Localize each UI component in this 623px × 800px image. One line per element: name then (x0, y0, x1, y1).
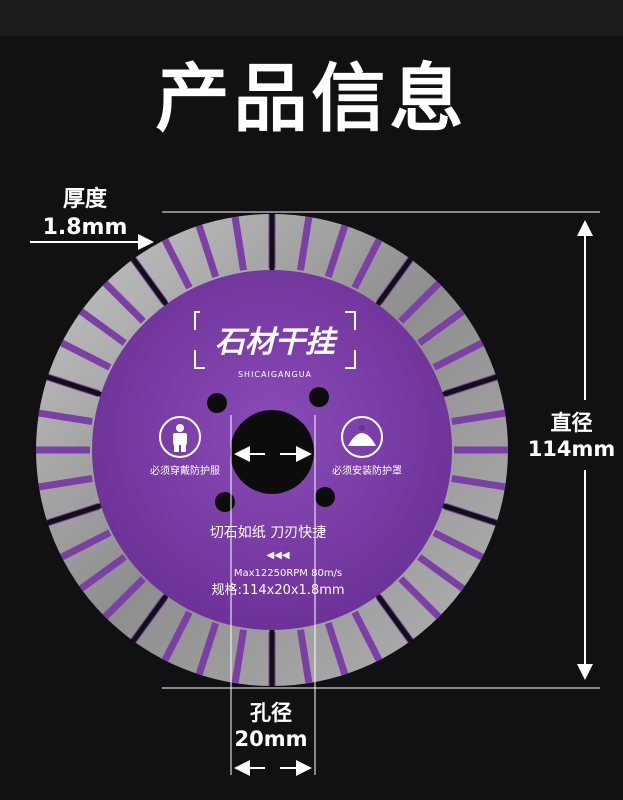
segment-divider (451, 475, 506, 491)
blade-guard-icon (341, 416, 383, 458)
warning-right: 必须安装防护罩 (332, 464, 402, 477)
segment-divider (79, 554, 127, 592)
segment-divider (60, 529, 112, 561)
spec-text: 规格:114x20x1.8mm (211, 582, 344, 598)
segment-divider (161, 610, 193, 662)
segment-divider (161, 238, 193, 290)
arbor-hole (230, 410, 314, 494)
hole-value: 20mm (234, 727, 308, 752)
slogan: 切石如纸 刀刃快捷 (210, 525, 326, 541)
segment-divider (451, 409, 506, 425)
segment-divider (195, 224, 220, 278)
diameter-value: 114mm (527, 437, 616, 462)
segment-divider (79, 308, 127, 346)
thickness-title: 厚度 (62, 187, 107, 212)
cooling-hole (309, 387, 329, 407)
segment-divider (60, 339, 112, 371)
segment-divider (398, 576, 442, 620)
segment-divider (351, 610, 383, 662)
segment-divider (297, 629, 313, 684)
segment-divider (351, 238, 383, 290)
thickness-label: 厚度 1.8mm (30, 186, 140, 241)
segment-divider (195, 622, 220, 676)
segment-divider (38, 409, 93, 425)
top-band (0, 0, 623, 36)
thickness-value: 1.8mm (42, 214, 128, 240)
segment-divider (398, 280, 442, 324)
cooling-hole (207, 393, 227, 413)
rpm-rating: Max12250RPM 80m/s (234, 568, 342, 579)
warning-left: 必须穿戴防护服 (150, 464, 220, 477)
segment-divider (417, 308, 465, 346)
diameter-label: 直径 114mm (520, 410, 623, 463)
brand-frame (194, 311, 356, 369)
cooling-hole (215, 492, 235, 512)
cooling-hole (315, 487, 335, 507)
protective-suit-icon (159, 416, 201, 458)
hole-label: 孔径 20mm (226, 700, 316, 753)
segment-divider (324, 224, 349, 278)
segment-divider (102, 576, 146, 620)
segment-divider (297, 216, 313, 271)
diameter-title: 直径 (550, 411, 593, 435)
page-title: 产品信息 (155, 56, 468, 142)
brand-name: 石材干挂 (215, 325, 338, 360)
segment-divider (102, 280, 146, 324)
hole-title: 孔径 (250, 701, 292, 725)
gullet-slot (431, 499, 502, 527)
segment-divider (231, 216, 247, 271)
gullet-slot (431, 373, 502, 401)
segment-divider (432, 339, 484, 371)
segment-divider (417, 554, 465, 592)
segment-divider (324, 622, 349, 676)
segment-divider (38, 475, 93, 491)
direction-arrows: ◀◀◀ (266, 550, 289, 561)
brand-pinyin: SHICAIGANGUA (238, 370, 312, 379)
segment-divider (231, 629, 247, 684)
segment-divider (432, 529, 484, 561)
